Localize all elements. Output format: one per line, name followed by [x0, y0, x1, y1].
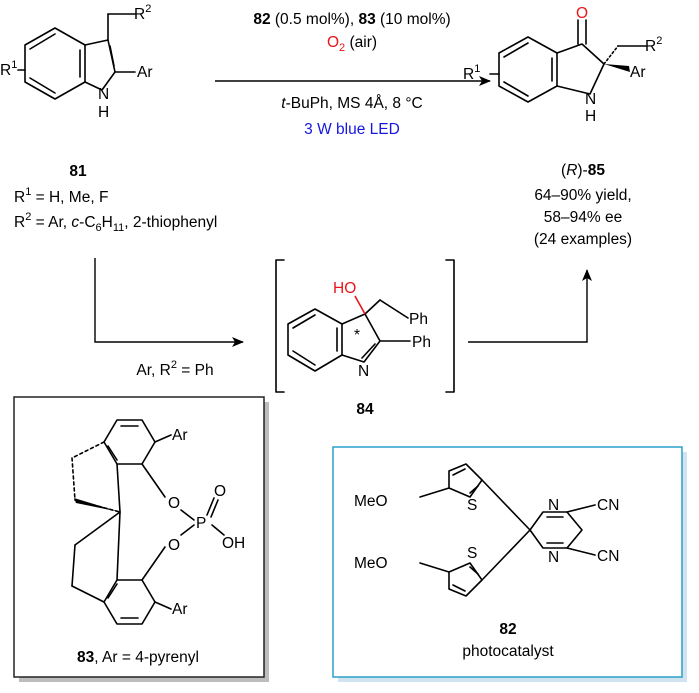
photocat-s-bottom: S: [467, 545, 477, 562]
pathway-arrow-to-85: [468, 269, 592, 343]
acid-o-bottom: O: [168, 537, 180, 554]
photocat-82-id: 82: [499, 621, 516, 638]
product-ar-label: Ar: [630, 64, 646, 81]
acid-83-box: [13, 396, 269, 682]
intermediate-n-label: N: [358, 363, 369, 380]
intermediate-ph: Ph: [412, 334, 431, 351]
product-r1-label: R1: [463, 63, 480, 83]
acid-p-atom: P: [196, 515, 206, 532]
photocat-cn-bottom: CN: [597, 548, 619, 565]
r1-definition: R1 = H, Me, F: [14, 186, 108, 206]
photocat-82-caption: photocatalyst: [462, 643, 554, 660]
product-examples: (24 examples): [534, 231, 632, 248]
substrate-81-structure: [17, 13, 136, 100]
photocat-n-bottom: N: [548, 549, 559, 566]
product-ketone-o: O: [576, 5, 588, 22]
substrate-h-label: H: [98, 104, 109, 121]
oxidant-conditions: O2 (air): [327, 34, 377, 54]
intermediate-benzyl-ph: Ph: [409, 311, 428, 328]
acid-o-top: O: [168, 495, 180, 512]
photocatalyst-82-structure: [419, 463, 596, 597]
acid-p-oxo: O: [214, 483, 226, 500]
acid-oh: OH: [222, 535, 245, 552]
substrate-id: 81: [69, 163, 87, 180]
solvent-conditions: t-BuPh, MS 4Å, 8 °C: [281, 95, 422, 112]
product-ee: 58–94% ee: [544, 209, 622, 226]
photocat-n-top: N: [548, 497, 559, 514]
photocat-s-top: S: [467, 497, 477, 514]
product-id: (R)-85: [561, 162, 605, 179]
photocatalyst-82-box: [332, 446, 687, 682]
substrate-r1-label: R1: [0, 59, 17, 79]
product-n-label: N: [585, 91, 596, 108]
substrate-r2-label: R2: [134, 3, 151, 23]
product-h-label: H: [585, 108, 596, 125]
acid-83-caption: 83, Ar = 4-pyrenyl: [77, 649, 199, 666]
photocat-meo-bottom: MeO: [354, 555, 388, 572]
intermediate-hydroxyl: HO: [333, 280, 356, 297]
product-r2-label: R2: [645, 35, 662, 55]
product-85-structure: [489, 19, 647, 103]
acid-bottom-ar: Ar: [172, 601, 188, 618]
acid-top-ar: Ar: [172, 427, 188, 444]
side-conditions: Ar, R2 = Ph: [136, 359, 213, 379]
pathway-arrow-to-84: [94, 258, 244, 347]
photocat-meo-top: MeO: [354, 493, 388, 510]
light-conditions: 3 W blue LED: [304, 121, 400, 138]
acid-83-structure: [71, 419, 225, 625]
r2-definition: R2 = Ar, c-C6H11, 2-thiophenyl: [14, 211, 217, 234]
intermediate-id: 84: [356, 401, 374, 418]
product-yield: 64–90% yield,: [534, 187, 631, 204]
photocat-cn-top: CN: [597, 497, 619, 514]
substrate-ar-label: Ar: [137, 64, 153, 81]
substrate-n-label: N: [98, 86, 109, 103]
catalyst-conditions: 82 (0.5 mol%), 83 (10 mol%): [253, 11, 450, 28]
stereocenter-star: *: [354, 327, 360, 344]
intermediate-84-structure: [275, 259, 455, 393]
